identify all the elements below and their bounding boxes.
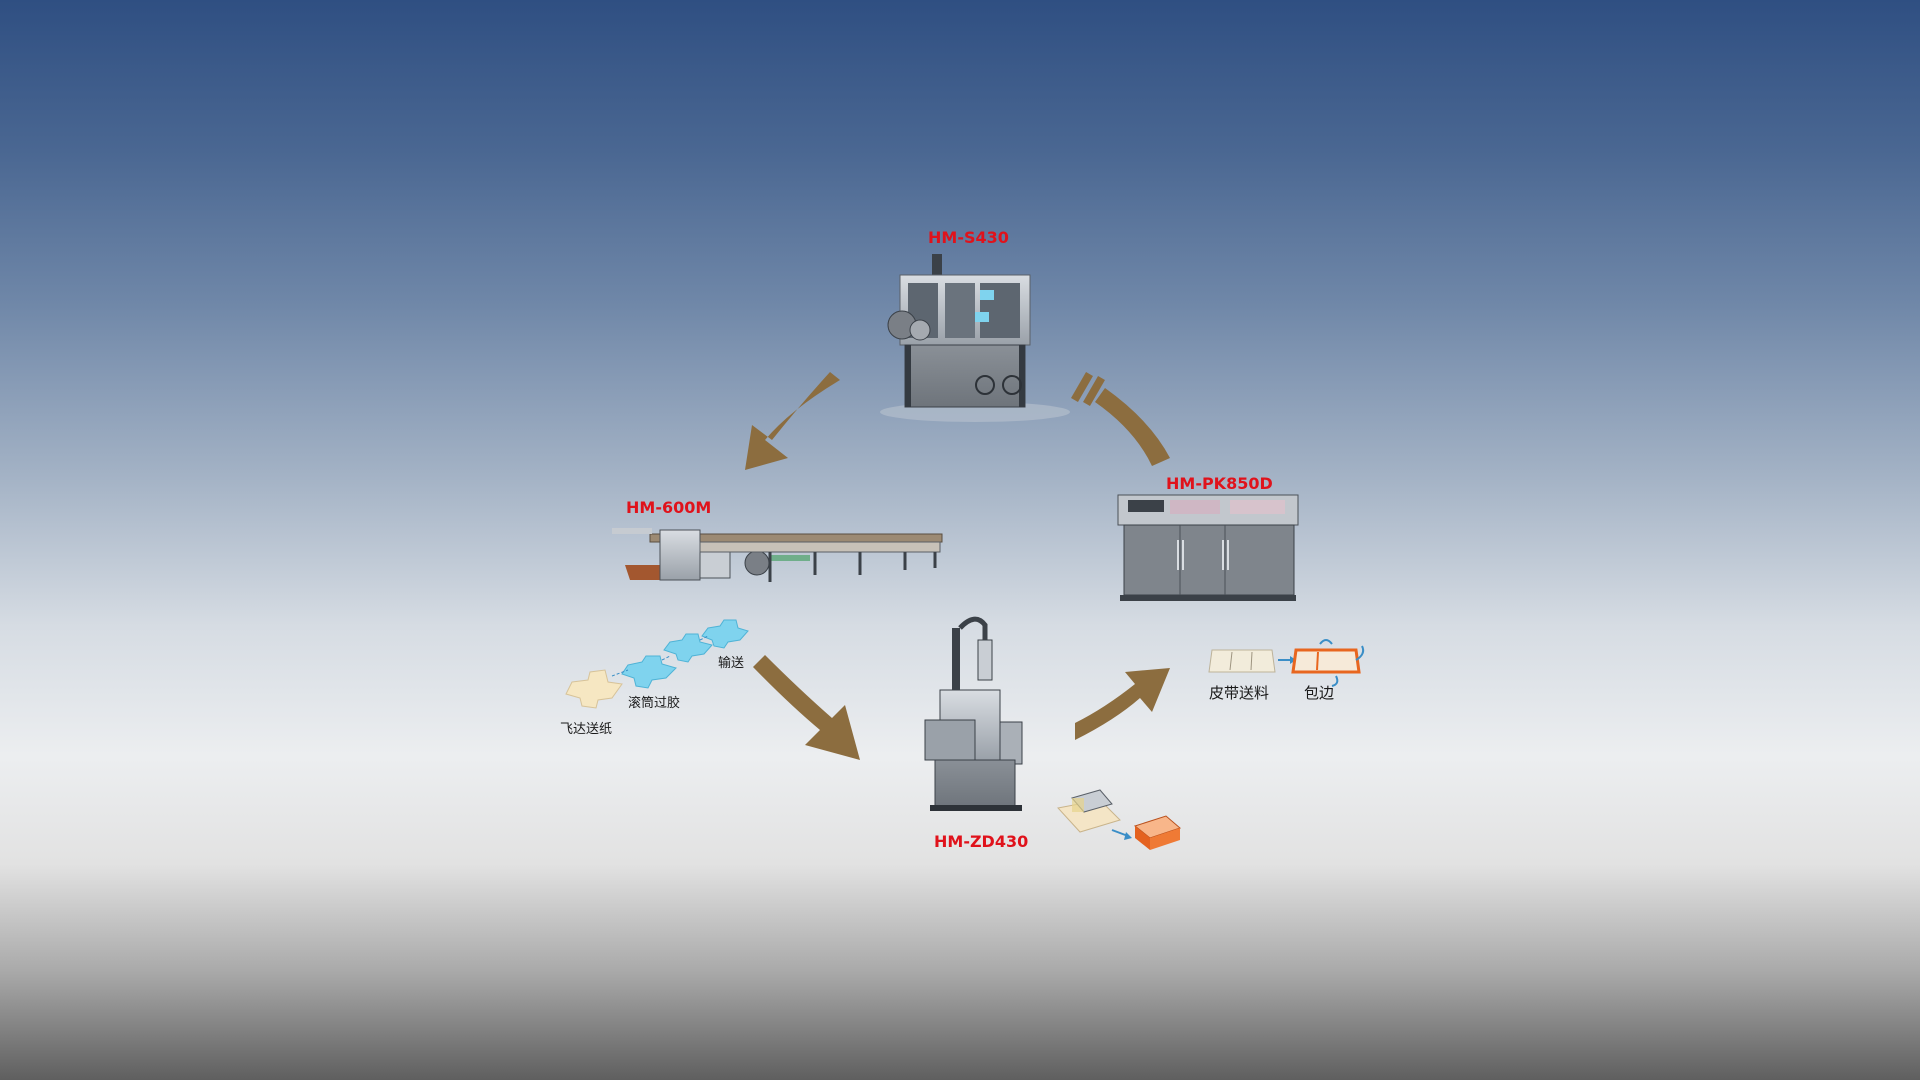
board-wrap (1291, 648, 1361, 674)
arrow-dash-1 (1071, 372, 1093, 402)
arrow-pk850d-to-s430 (1095, 388, 1170, 466)
paper-cross-feed (565, 669, 623, 709)
paper-cross-convey1 (663, 633, 713, 663)
arrow-s430-to-600m (745, 372, 840, 470)
board-belt-feed (1208, 649, 1276, 673)
arrow-zd430-to-belt (1075, 668, 1170, 740)
machine-hm-zd430 (924, 616, 1023, 811)
box-orange-front (1135, 826, 1150, 850)
step-label-feed: 飞达送纸 (560, 722, 613, 737)
step-label-belt-feed: 皮带送料 (1209, 684, 1270, 702)
arrow-dash-2 (1083, 376, 1105, 406)
machine-hm-s430 (880, 254, 1070, 422)
step-label-glue: 滚筒过胶 (628, 696, 681, 711)
label-hm-pk850d: HM-PK850D (1166, 474, 1273, 493)
arrow-600m-to-zd430-body (753, 655, 860, 760)
step-label-convey: 输送 (718, 656, 745, 671)
label-hm-600m: HM-600M (626, 498, 712, 517)
wrap-flow-icons (1208, 639, 1365, 687)
machine-hm-600m (612, 528, 943, 582)
paper-cross-glue (621, 655, 677, 689)
box-orange-side (1150, 828, 1180, 850)
machine-hm-pk850d (1117, 494, 1299, 601)
step-label-wrap: 包边 (1304, 684, 1335, 702)
label-hm-s430: HM-S430 (928, 228, 1009, 247)
paper-cross-convey2 (701, 619, 749, 649)
label-hm-zd430: HM-ZD430 (934, 832, 1029, 851)
paper-flow-icons (565, 619, 749, 709)
box-flow-icons (1057, 789, 1181, 850)
